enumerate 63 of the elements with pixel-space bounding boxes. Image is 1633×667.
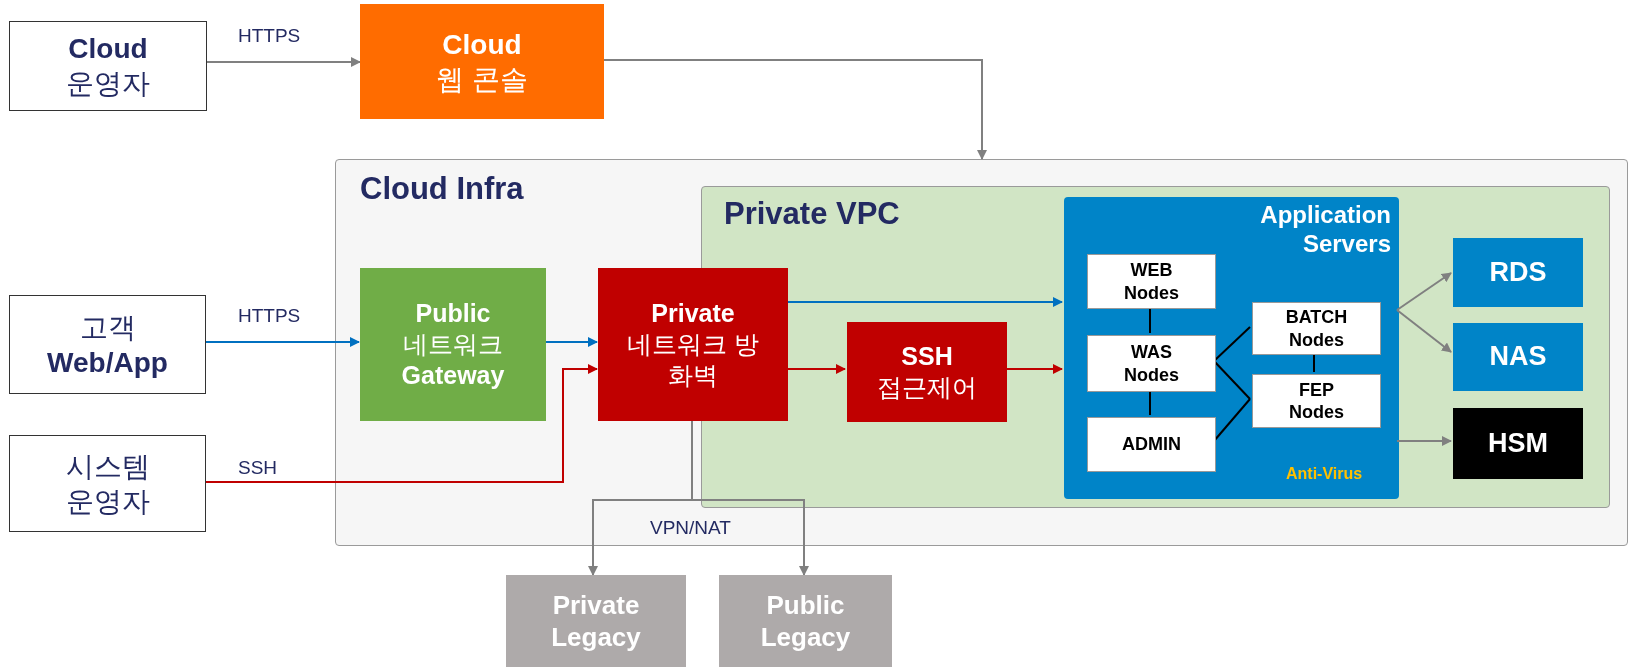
node-text: 시스템 운영자 (64, 449, 151, 519)
arrow (1396, 436, 1452, 446)
arrow (206, 57, 361, 67)
console-box (360, 4, 604, 119)
hsm-box (1453, 408, 1583, 479)
node-text: RDS (1489, 255, 1547, 289)
region-title: Private VPC (723, 195, 901, 233)
legacy-box (719, 575, 892, 667)
arrow (1004, 364, 1063, 374)
security-box (598, 268, 788, 421)
node-text: Private (651, 297, 735, 329)
connector-line (1149, 389, 1151, 416)
arrow (544, 337, 598, 347)
node-text: FEP Nodes (1288, 378, 1345, 424)
server-node-box (1087, 254, 1216, 309)
node-text: Cloud (442, 27, 522, 62)
actor-box (9, 21, 207, 111)
node-text: Public (415, 297, 491, 329)
node-text: Public Legacy (759, 588, 852, 654)
node-text: ADMIN (1122, 433, 1181, 456)
region-title: Cloud Infra (359, 170, 525, 208)
node-text: BATCH Nodes (1284, 306, 1349, 351)
node-text: 고객 (79, 310, 136, 345)
node-text: 네트워크 방화벽 (626, 328, 760, 392)
arrow (786, 364, 846, 374)
arrow (205, 364, 598, 483)
server-node-box (1252, 302, 1381, 355)
region-title: Application Servers (1259, 200, 1392, 259)
arrow (1396, 309, 1452, 353)
arrow (603, 59, 987, 160)
node-text: WEB Nodes (1123, 259, 1180, 304)
connector-line (1149, 306, 1151, 334)
node-text: HSM (1488, 426, 1548, 460)
node-text: Cloud (68, 32, 148, 66)
actor-box (9, 295, 206, 394)
gateway-box (360, 268, 546, 421)
actor-box (9, 435, 206, 532)
node-text: WAS Nodes (1123, 341, 1180, 386)
node-text: Gateway (401, 360, 505, 392)
node-text: 접근제어 (877, 372, 977, 403)
arrow (1396, 272, 1452, 311)
node-text: 네트워크 (403, 328, 503, 360)
connector-line (1213, 398, 1251, 442)
node-text: Private Legacy (550, 588, 642, 654)
legacy-box (506, 575, 686, 667)
app-servers-panel (1064, 197, 1399, 499)
security-box (847, 322, 1007, 422)
storage-box (1453, 238, 1583, 307)
node-text: 운영자 (66, 67, 150, 101)
arrow (205, 337, 360, 347)
node-text: 웹 콘솔 (436, 62, 528, 97)
storage-box (1453, 323, 1583, 391)
node-text: SSH (901, 340, 953, 372)
connector-line (1213, 360, 1251, 400)
server-node-box (1087, 335, 1216, 392)
node-text: Web/App (47, 345, 168, 380)
infra-region (335, 159, 1628, 546)
connector-line (1313, 352, 1315, 373)
connector-line (1213, 326, 1251, 362)
server-node-box (1087, 417, 1216, 472)
arrow (786, 297, 1063, 307)
server-node-box (1252, 374, 1381, 428)
node-text: NAS (1489, 340, 1547, 374)
